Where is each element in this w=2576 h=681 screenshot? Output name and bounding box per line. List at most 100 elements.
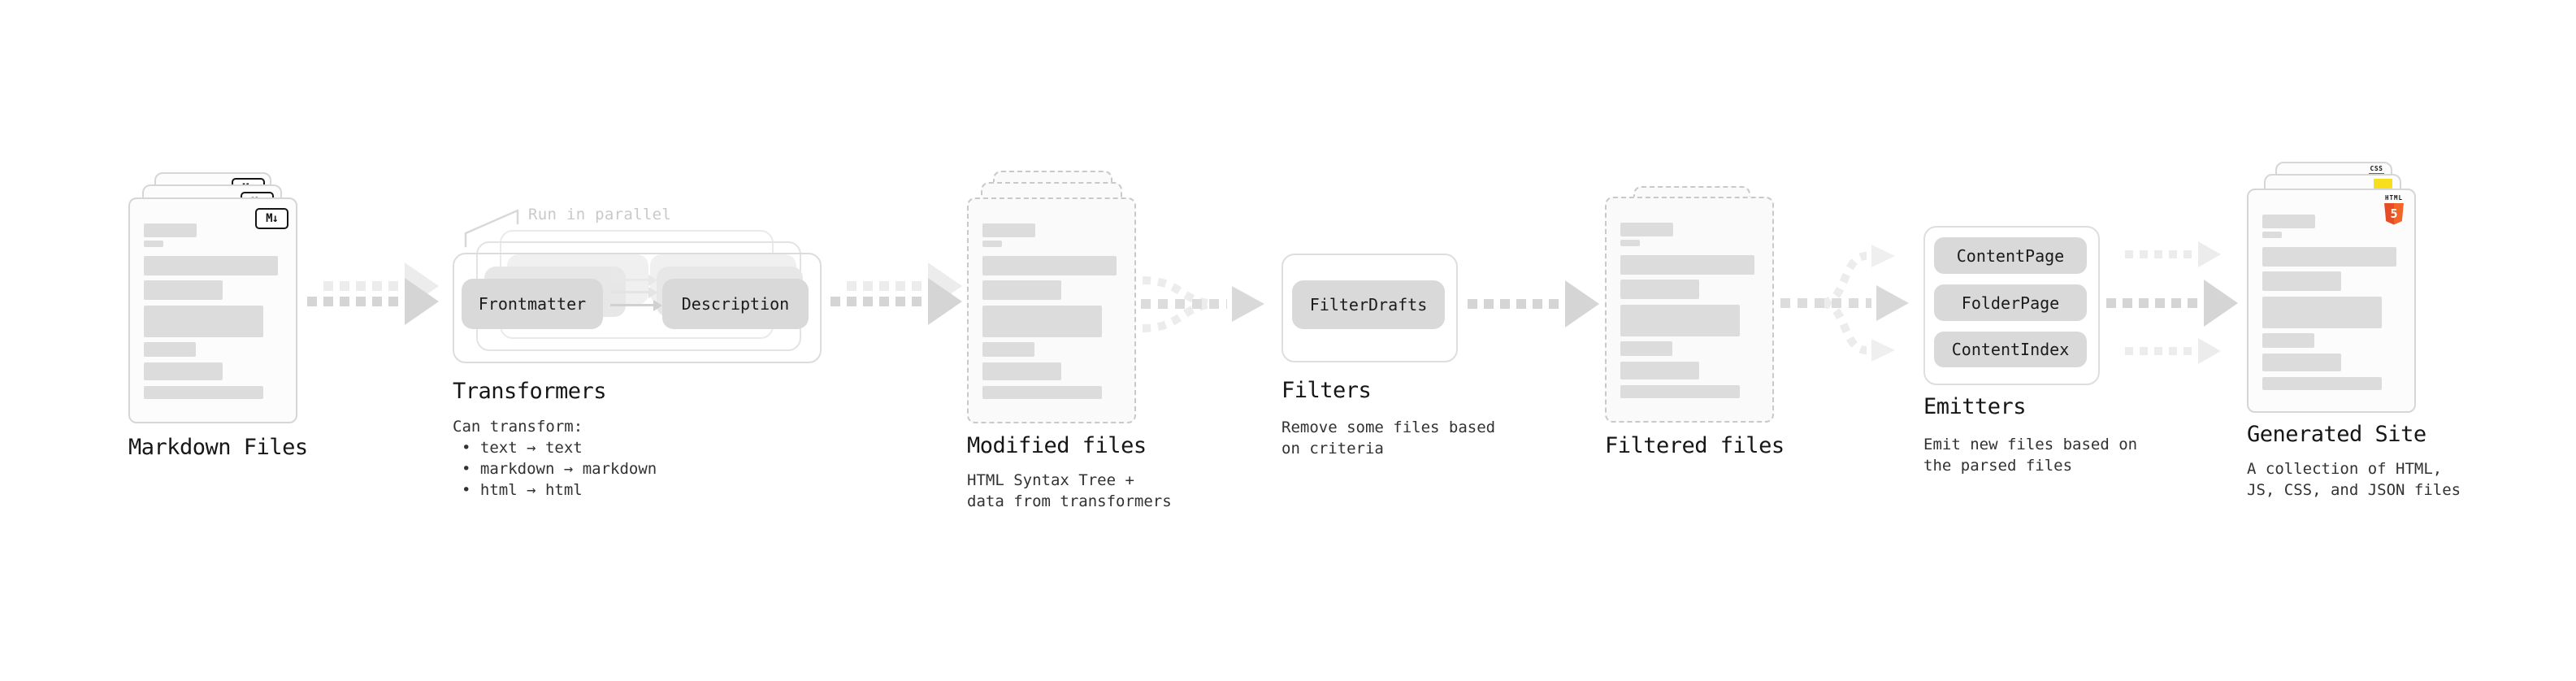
doc-line xyxy=(1620,341,1672,356)
arrow-dash xyxy=(2169,250,2177,258)
arrow-dash xyxy=(912,281,922,291)
markdown-files-label: Markdown Files xyxy=(128,435,308,460)
arrow-dash xyxy=(2154,250,2162,258)
description-line: the parsed files xyxy=(1923,457,2073,475)
css-icon-word: CSS xyxy=(2370,165,2383,172)
flow-arrow xyxy=(307,278,439,325)
arrow-dash xyxy=(847,297,856,306)
doc-line xyxy=(982,241,1002,247)
doc-line xyxy=(1620,240,1640,246)
doc-line xyxy=(144,241,163,247)
flow-arrow xyxy=(2106,280,2238,327)
description-line: Remove some files based xyxy=(1281,419,1496,436)
arrow-dash xyxy=(356,297,366,306)
filtered-files-label: Filtered files xyxy=(1605,433,1785,458)
doc-line xyxy=(144,256,278,275)
arrow-dash xyxy=(1500,299,1510,309)
doc-line xyxy=(2262,232,2282,238)
doc-line xyxy=(144,386,263,399)
transformers-label: Transformers xyxy=(453,379,607,404)
transformer-card-front xyxy=(453,253,822,363)
transformer-pill-frontmatter: Frontmatter xyxy=(462,279,603,329)
arrow-dash xyxy=(372,281,382,291)
markdown-icon: M↓ xyxy=(255,208,288,229)
generated-file-card-html: HTML 5 xyxy=(2247,189,2416,413)
doc-line xyxy=(2262,333,2314,348)
description-line: Can transform: xyxy=(453,418,583,436)
arrow-dash xyxy=(2123,298,2132,308)
arrow-dash xyxy=(340,297,349,306)
description-bullet: • markdown → markdown xyxy=(462,460,657,478)
arrow-dash xyxy=(912,297,922,306)
doc-line xyxy=(982,223,1035,237)
doc-line xyxy=(2262,377,2382,390)
emitter-pill-contentpage: ContentPage xyxy=(1934,237,2087,274)
doc-line xyxy=(1620,255,1754,275)
arrow-dash xyxy=(323,281,333,291)
diverge-flow-arrow xyxy=(1780,245,1909,362)
description-line: HTML Syntax Tree + xyxy=(967,471,1134,489)
parallel-arrow-icon xyxy=(611,287,657,297)
description-line: data from transformers xyxy=(967,492,1172,510)
arrow-dash xyxy=(356,281,366,291)
arrow-dash xyxy=(863,297,873,306)
filters-label: Filters xyxy=(1281,378,1372,403)
doc-line xyxy=(2262,247,2396,267)
html5-icon: HTML 5 xyxy=(2383,195,2405,225)
flow-arrow xyxy=(830,278,962,325)
arrow-dash xyxy=(863,281,873,291)
arrow-dash xyxy=(830,297,840,306)
arrow-dash xyxy=(388,281,398,291)
arrow-dash xyxy=(340,281,349,291)
description-bullet: • html → html xyxy=(462,481,583,499)
merge-flow-arrow xyxy=(1141,276,1264,332)
arrow-dash xyxy=(1533,299,1542,309)
arrow-dash xyxy=(372,297,382,306)
markdown-file-card-front: M↓ xyxy=(128,197,297,423)
doc-line xyxy=(144,280,223,300)
description-bullet: • text → text xyxy=(462,439,583,457)
doc-line xyxy=(144,362,223,380)
flow-arrow xyxy=(1468,280,1599,327)
flow-arrow-light xyxy=(2125,338,2221,364)
arrow-dash xyxy=(323,297,333,306)
html5-icon-shield: 5 xyxy=(2384,202,2404,225)
arrow-dash xyxy=(896,281,905,291)
doc-line xyxy=(1620,280,1699,299)
emitters-description: Emit new files based on the parsed files xyxy=(1923,434,2137,476)
arrow-dash xyxy=(2106,298,2116,308)
arrow-dash xyxy=(2140,347,2148,355)
parallel-arrow-icon xyxy=(610,300,662,310)
arrow-dash xyxy=(388,297,398,306)
description-line: on criteria xyxy=(1281,440,1384,458)
doc-line xyxy=(2262,215,2315,228)
arrow-dash xyxy=(1516,299,1526,309)
doc-line xyxy=(1620,362,1699,380)
emitters-label: Emitters xyxy=(1923,394,2027,419)
arrow-dash xyxy=(879,281,889,291)
doc-line xyxy=(2262,297,2382,328)
modified-files-label: Modified files xyxy=(967,433,1147,458)
doc-line xyxy=(144,306,263,337)
arrow-dash xyxy=(307,297,317,306)
description-line: Emit new files based on xyxy=(1923,436,2138,453)
description-line: JS, CSS, and JSON files xyxy=(2247,481,2461,499)
filter-pill-filterdrafts: FilterDrafts xyxy=(1292,280,1445,329)
doc-line xyxy=(982,306,1102,337)
generated-site-description: A collection of HTML, JS, CSS, and JSON … xyxy=(2247,458,2461,501)
doc-line xyxy=(1620,305,1740,336)
doc-line xyxy=(1620,385,1740,398)
doc-line xyxy=(982,342,1034,357)
arrow-dash xyxy=(2125,250,2133,258)
arrow-dash xyxy=(2169,347,2177,355)
arrow-dash xyxy=(2184,347,2192,355)
run-in-parallel-annotation: Run in parallel xyxy=(528,206,672,223)
transformers-description: Can transform: • text → text • markdown … xyxy=(453,416,657,501)
arrow-dash xyxy=(1549,299,1559,309)
transformer-pill-description: Description xyxy=(662,279,809,329)
doc-line xyxy=(2262,271,2341,291)
generated-site-label: Generated Site xyxy=(2247,422,2426,447)
arrow-dash xyxy=(2140,250,2148,258)
filters-description: Remove some files based on criteria xyxy=(1281,417,1495,459)
